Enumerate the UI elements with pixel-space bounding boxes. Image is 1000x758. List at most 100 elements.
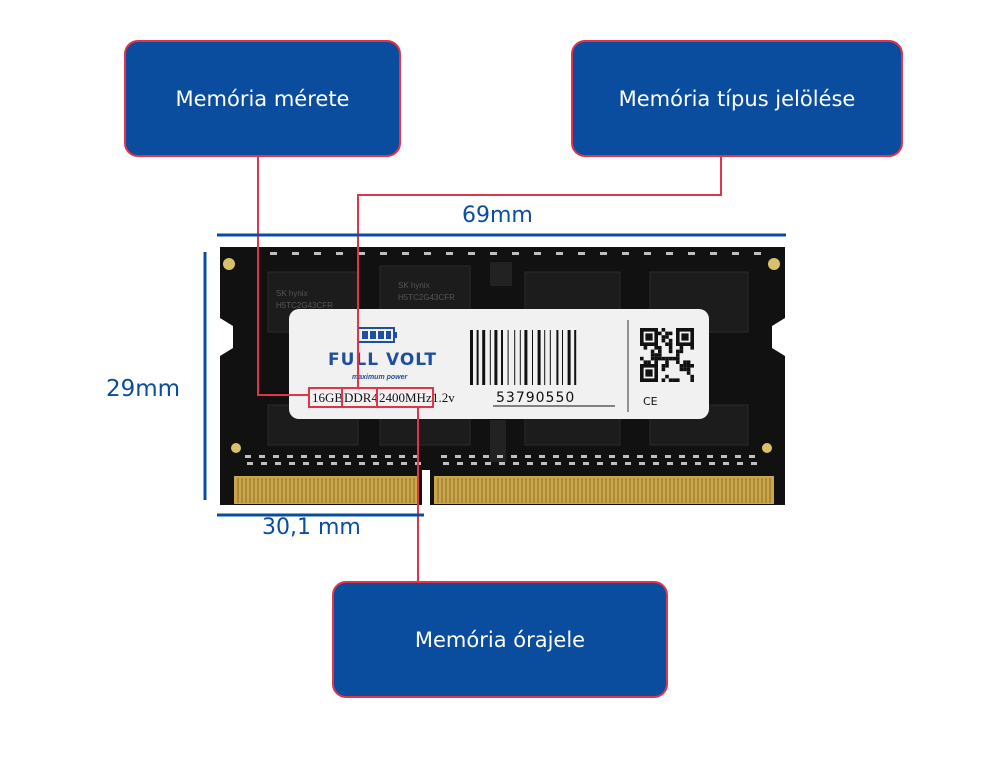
memory-clock-callout: Memória órajele — [332, 581, 668, 698]
smd-component — [424, 252, 431, 255]
smd-component — [443, 462, 449, 465]
notch-dimension-label: 30,1 mm — [262, 515, 361, 540]
barcode-bar — [562, 330, 563, 385]
chip-maker-text: SK hynix — [398, 281, 430, 290]
qr-module — [668, 349, 673, 354]
qr-module — [676, 349, 680, 354]
barcode-bar — [567, 330, 571, 385]
smd-component — [754, 252, 761, 255]
qr-finder — [645, 369, 653, 377]
qr-module — [650, 356, 655, 361]
smd-component — [446, 252, 453, 255]
qr-module — [643, 346, 648, 350]
qr-module — [661, 367, 666, 372]
smd-component — [385, 455, 391, 458]
smd-component — [556, 252, 563, 255]
smd-component — [710, 252, 717, 255]
qr-module — [654, 356, 658, 361]
qr-module — [665, 364, 669, 368]
qr-module — [640, 356, 644, 361]
qr-module — [661, 338, 666, 343]
qr-module — [676, 378, 680, 382]
smd-component — [387, 462, 393, 465]
mount-hole — [223, 258, 235, 270]
qr-module — [690, 346, 694, 350]
qr-module — [643, 360, 648, 364]
smd-component — [651, 455, 657, 458]
qr-module — [650, 349, 655, 354]
smd-component — [401, 462, 407, 465]
smd-component — [345, 462, 351, 465]
height-dimension-label: 29mm — [106, 376, 181, 402]
smd-component — [666, 252, 673, 255]
mount-hole — [768, 258, 780, 270]
width-dimension-label: 69mm — [462, 203, 533, 228]
smd-component — [555, 462, 561, 465]
barcode-bar — [501, 330, 503, 385]
gold-contacts-right — [434, 476, 774, 504]
qr-module — [679, 346, 684, 350]
smd-component — [273, 455, 279, 458]
qr-module — [686, 364, 691, 368]
qr-module — [679, 367, 684, 372]
qr-module — [679, 364, 684, 368]
qr-module — [665, 342, 669, 346]
barcode-bar — [507, 330, 509, 385]
chip-maker-text: SK hynix — [276, 289, 308, 298]
qr-module — [676, 353, 680, 357]
qr-module — [683, 367, 687, 372]
smd-component — [373, 462, 379, 465]
barcode-bar — [470, 330, 473, 385]
memory-size-callout: Memória mérete — [124, 40, 401, 157]
smd-component — [751, 462, 757, 465]
smd-component — [569, 462, 575, 465]
qr-module — [661, 335, 666, 339]
frequency-text: 2400MHz — [379, 390, 432, 405]
smd-component — [511, 455, 517, 458]
smd-component — [357, 455, 363, 458]
smd-component — [622, 252, 629, 255]
barcode — [470, 330, 577, 385]
qr-module — [665, 331, 669, 336]
qr-module — [654, 353, 658, 357]
qr-module — [686, 360, 691, 364]
smd-component — [513, 462, 519, 465]
chip-part-text: H5TC2G43CFR — [398, 293, 455, 302]
smd-component — [707, 455, 713, 458]
barcode-bar — [537, 330, 541, 385]
qr-module — [661, 356, 666, 361]
smd-component — [665, 455, 671, 458]
capacity-text: 16GB — [312, 390, 343, 405]
qr-module — [676, 360, 680, 364]
smd-component — [723, 462, 729, 465]
barcode-bar — [489, 330, 491, 385]
smd-component — [583, 462, 589, 465]
qr-module — [658, 356, 662, 361]
smd-component — [413, 455, 419, 458]
smd-component — [469, 455, 475, 458]
smd-component — [259, 455, 265, 458]
qr-module — [668, 356, 673, 361]
barcode-bar — [519, 330, 521, 385]
smd-component — [329, 455, 335, 458]
qr-module — [647, 360, 651, 364]
smd-component — [512, 252, 519, 255]
smd-component — [441, 455, 447, 458]
smd-component — [261, 462, 267, 465]
qr-module — [661, 378, 666, 382]
smd-component — [623, 455, 629, 458]
smd-component — [539, 455, 545, 458]
smd-component — [402, 252, 409, 255]
smd-component — [455, 455, 461, 458]
smd-component — [578, 252, 585, 255]
smd-component — [637, 455, 643, 458]
smd-component — [317, 462, 323, 465]
qr-module — [665, 335, 669, 339]
smd-component — [485, 462, 491, 465]
qr-finder — [681, 333, 689, 341]
smd-component — [525, 455, 531, 458]
smd-component — [471, 462, 477, 465]
qr-module — [672, 356, 676, 361]
smd-component — [695, 462, 701, 465]
